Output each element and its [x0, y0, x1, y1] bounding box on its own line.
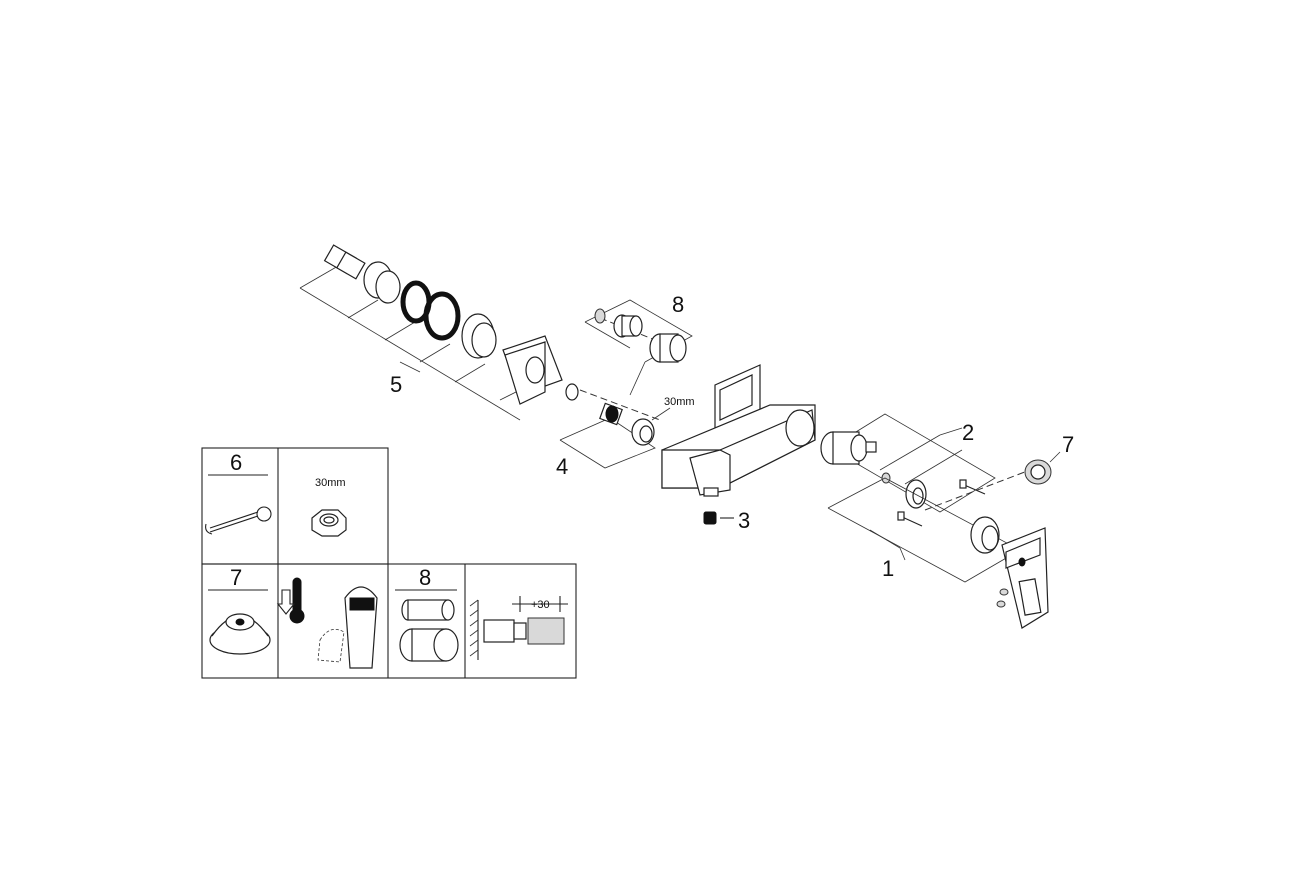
- limiter-cap-7: [1024, 459, 1052, 485]
- washer-8: [594, 308, 606, 324]
- legend-label-7: 7: [230, 565, 242, 590]
- limiter-cap-icon: [209, 613, 271, 655]
- extension-piece-icon: [399, 599, 459, 662]
- legend-label-8: 8: [419, 565, 431, 590]
- svg-text:+: +: [292, 578, 298, 590]
- label-7: 7: [1062, 432, 1074, 457]
- adapter-8: [613, 314, 643, 338]
- spout-filter: [703, 511, 734, 525]
- label-8: 8: [672, 292, 684, 317]
- axis-line-7: [924, 469, 1031, 511]
- cap-nut: [631, 418, 655, 446]
- lever-icon: [317, 586, 378, 669]
- dim-30mm: 30mm: [664, 396, 695, 408]
- lever-handle: [1001, 527, 1049, 629]
- label-2: 2: [962, 420, 974, 445]
- leader-7: [1049, 451, 1061, 463]
- label-4: 4: [556, 454, 568, 479]
- retaining-ring: [905, 479, 927, 509]
- label-5: 5: [390, 372, 402, 397]
- extension-8: [649, 333, 687, 363]
- legend-dim-offset: +30: [531, 599, 550, 611]
- sleeve: [363, 261, 401, 304]
- thermometer-icon: +: [289, 577, 305, 624]
- arrow-down-icon: [276, 589, 296, 615]
- hex-nut-icon: [311, 509, 347, 537]
- mounting-screw-2: [897, 511, 923, 527]
- part-group-8-top: [584, 299, 693, 396]
- legend-dim-30mm: 30mm: [315, 477, 346, 489]
- threaded-ring: [461, 313, 497, 359]
- screw-small: [881, 472, 891, 484]
- part-group-1: [827, 477, 1049, 629]
- eccentric-connector: [323, 244, 366, 280]
- o-ring-larger: [423, 291, 461, 341]
- square-rosette: [502, 335, 563, 405]
- mounting-screw-1: [959, 479, 986, 495]
- nut-fitting: [599, 402, 623, 426]
- escutcheon: [970, 516, 1000, 554]
- part-group-5: [299, 244, 579, 421]
- label-1: 1: [882, 556, 894, 581]
- legend-table: +: [201, 447, 577, 679]
- part-group-2: [820, 413, 996, 527]
- label-3: 3: [738, 508, 750, 533]
- part-group-4: [559, 389, 671, 469]
- legend-label-6: 6: [230, 450, 242, 475]
- mixer-body: [661, 364, 816, 497]
- wall-mount-icon: [469, 596, 568, 660]
- wrench-icon: [205, 506, 272, 535]
- grub-screws: [996, 588, 1009, 608]
- cartridge: [820, 431, 877, 465]
- washer: [565, 383, 579, 401]
